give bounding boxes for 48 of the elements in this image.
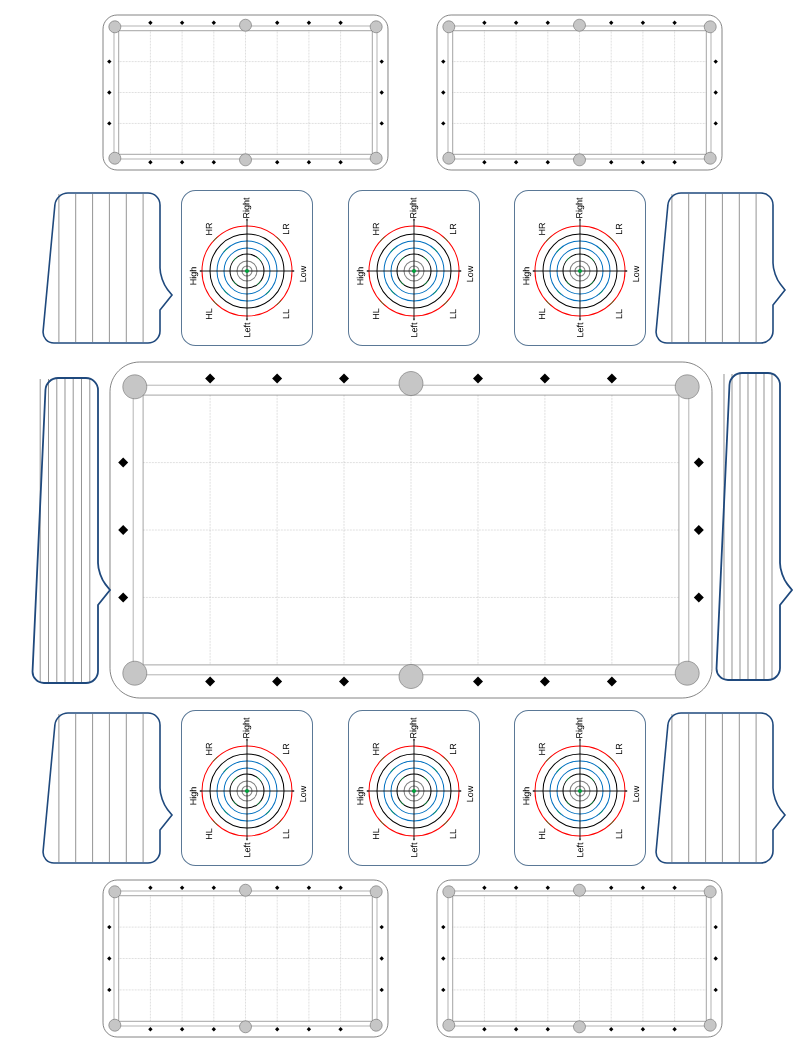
axis-label: Right xyxy=(409,717,419,738)
axis-label: Low xyxy=(466,265,474,282)
axis-label: Low xyxy=(299,785,307,802)
axis-label: High xyxy=(522,267,532,285)
axis-label: LR xyxy=(449,743,457,754)
axis-label: LL xyxy=(282,309,290,319)
axis-label: LL xyxy=(615,829,623,839)
axis-label: LL xyxy=(282,829,290,839)
axis-label: LR xyxy=(282,223,290,234)
axis-label: Left xyxy=(410,842,418,857)
axis-label: Low xyxy=(299,265,307,282)
axis-label: High xyxy=(189,267,199,285)
axis-label: HL xyxy=(538,828,546,839)
axis-label: High xyxy=(189,787,199,805)
axis-label: HL xyxy=(372,308,380,319)
axis-label: Left xyxy=(576,322,584,337)
axis-label: HR xyxy=(538,742,546,755)
axis-label: LL xyxy=(449,309,457,319)
axis-label: Right xyxy=(409,197,419,218)
axis-label: High xyxy=(522,787,532,805)
axis-label: LR xyxy=(282,743,290,754)
axis-label: Low xyxy=(632,265,640,282)
axis-label: Low xyxy=(466,785,474,802)
axis-label: LL xyxy=(449,829,457,839)
axis-label: Right xyxy=(242,717,252,738)
axis-label: Left xyxy=(410,322,418,337)
axis-label: HR xyxy=(372,742,380,755)
axis-label: HR xyxy=(205,222,213,235)
axis-label: LR xyxy=(615,223,623,234)
axis-label: HL xyxy=(205,828,213,839)
axis-label: LR xyxy=(449,223,457,234)
axis-label: HR xyxy=(538,222,546,235)
axis-label: Left xyxy=(243,322,251,337)
axis-label: HL xyxy=(205,308,213,319)
axis-label: Left xyxy=(576,842,584,857)
axis-label: Left xyxy=(243,842,251,857)
axis-label: HL xyxy=(372,828,380,839)
axis-label: LR xyxy=(615,743,623,754)
axis-label: HR xyxy=(205,742,213,755)
axis-label: High xyxy=(356,267,366,285)
axis-label: Right xyxy=(575,197,585,218)
axis-label: Right xyxy=(242,197,252,218)
axis-label: HL xyxy=(538,308,546,319)
axis-label: LL xyxy=(615,309,623,319)
axis-label: HR xyxy=(372,222,380,235)
axis-label: Right xyxy=(575,717,585,738)
axis-label: Low xyxy=(632,785,640,802)
axis-label: High xyxy=(356,787,366,805)
